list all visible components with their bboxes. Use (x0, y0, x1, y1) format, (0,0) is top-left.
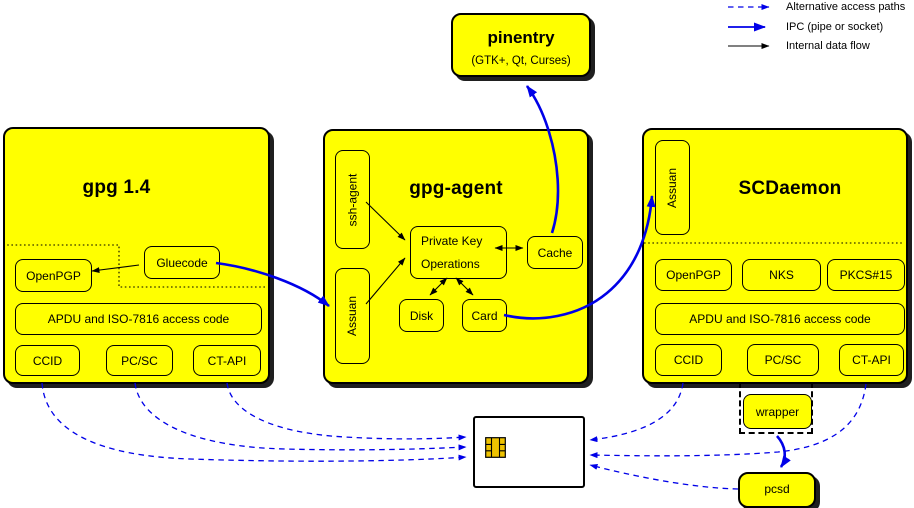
scdaemon-title: SCDaemon (738, 178, 842, 199)
card-node: Card (462, 299, 507, 332)
gpg-agent-title: gpg-agent (409, 178, 503, 199)
gpg14-box: gpg 1.4 OpenPGP Gluecode APDU and ISO-78… (3, 127, 270, 384)
gpg14-openpgp-node: OpenPGP (15, 259, 92, 292)
scdaemon-pcsc-node: PC/SC (747, 344, 819, 376)
scdaemon-apdu-node: APDU and ISO-7816 access code (655, 303, 905, 335)
scdaemon-assuan-node: Assuan (655, 140, 690, 235)
legend-item-ipc: IPC (pipe or socket) (727, 21, 883, 33)
legend-label-internal: Internal data flow (786, 40, 870, 52)
dashed-blue-arrow-icon (728, 4, 770, 10)
dashed-gpg14-pcsc-to-card (134, 382, 467, 451)
gpg14-ctapi-node: CT-API (193, 345, 261, 376)
scdaemon-ccid-node: CCID (655, 344, 722, 376)
private-key-operations-node: Private Key Operations (410, 226, 507, 279)
black-arrow-icon (728, 43, 770, 49)
gpg14-gluecode-node: Gluecode (144, 246, 220, 279)
gpg14-title: gpg 1.4 (82, 177, 151, 198)
scdaemon-openpgp-node: OpenPGP (655, 259, 732, 291)
legend-label-ipc: IPC (pipe or socket) (786, 21, 884, 33)
dashed-scdaemon-ccid-to-card (589, 382, 684, 443)
dashed-gpg14-ccid-to-card (41, 382, 467, 462)
pinentry-title: pinentry (487, 28, 555, 47)
scdaemon-ctapi-node: CT-API (839, 344, 904, 376)
scdaemon-pkcs15-node: PKCS#15 (827, 259, 905, 291)
pko-line1: Private Key (421, 234, 483, 248)
dashed-scdaemon-ctapi-to-card (589, 383, 867, 459)
pinentry-box: pinentry (GTK+, Qt, Curses) (451, 13, 591, 77)
pcsd-box: pcsd (738, 472, 816, 508)
gpg14-apdu-node: APDU and ISO-7816 access code (15, 303, 262, 335)
scdaemon-nks-node: NKS (742, 259, 821, 291)
wrapper-node: wrapper (743, 394, 812, 429)
legend-item-internal: Internal data flow (727, 40, 870, 52)
pinentry-subtitle: (GTK+, Qt, Curses) (471, 55, 571, 67)
smartcard-chip-icon (485, 437, 506, 458)
cache-node: Cache (527, 236, 583, 269)
disk-node: Disk (399, 299, 444, 332)
pcsd-label: pcsd (764, 482, 790, 496)
legend-label-alternative: Alternative access paths (786, 1, 906, 13)
gpg-agent-box: gpg-agent ssh-agent Assuan Private Key O… (323, 129, 589, 384)
gpg-agent-assuan-node: Assuan (335, 268, 370, 364)
legend-item-alternative: Alternative access paths (727, 1, 905, 13)
dashed-pcsd-to-card (589, 463, 739, 490)
gpg14-pcsc-node: PC/SC (106, 345, 173, 376)
gpg14-ccid-node: CCID (15, 345, 80, 376)
dashed-gpg14-ctapi-to-card (226, 382, 467, 441)
scdaemon-box: SCDaemon Assuan OpenPGP NKS PKCS#15 APDU… (642, 128, 908, 384)
gpg-agent-ssh-agent-node: ssh-agent (335, 150, 370, 249)
pko-line2: Operations (421, 257, 480, 271)
ipc-wrapper-to-pcsd (776, 435, 791, 468)
solid-blue-arrow-icon (728, 22, 766, 32)
